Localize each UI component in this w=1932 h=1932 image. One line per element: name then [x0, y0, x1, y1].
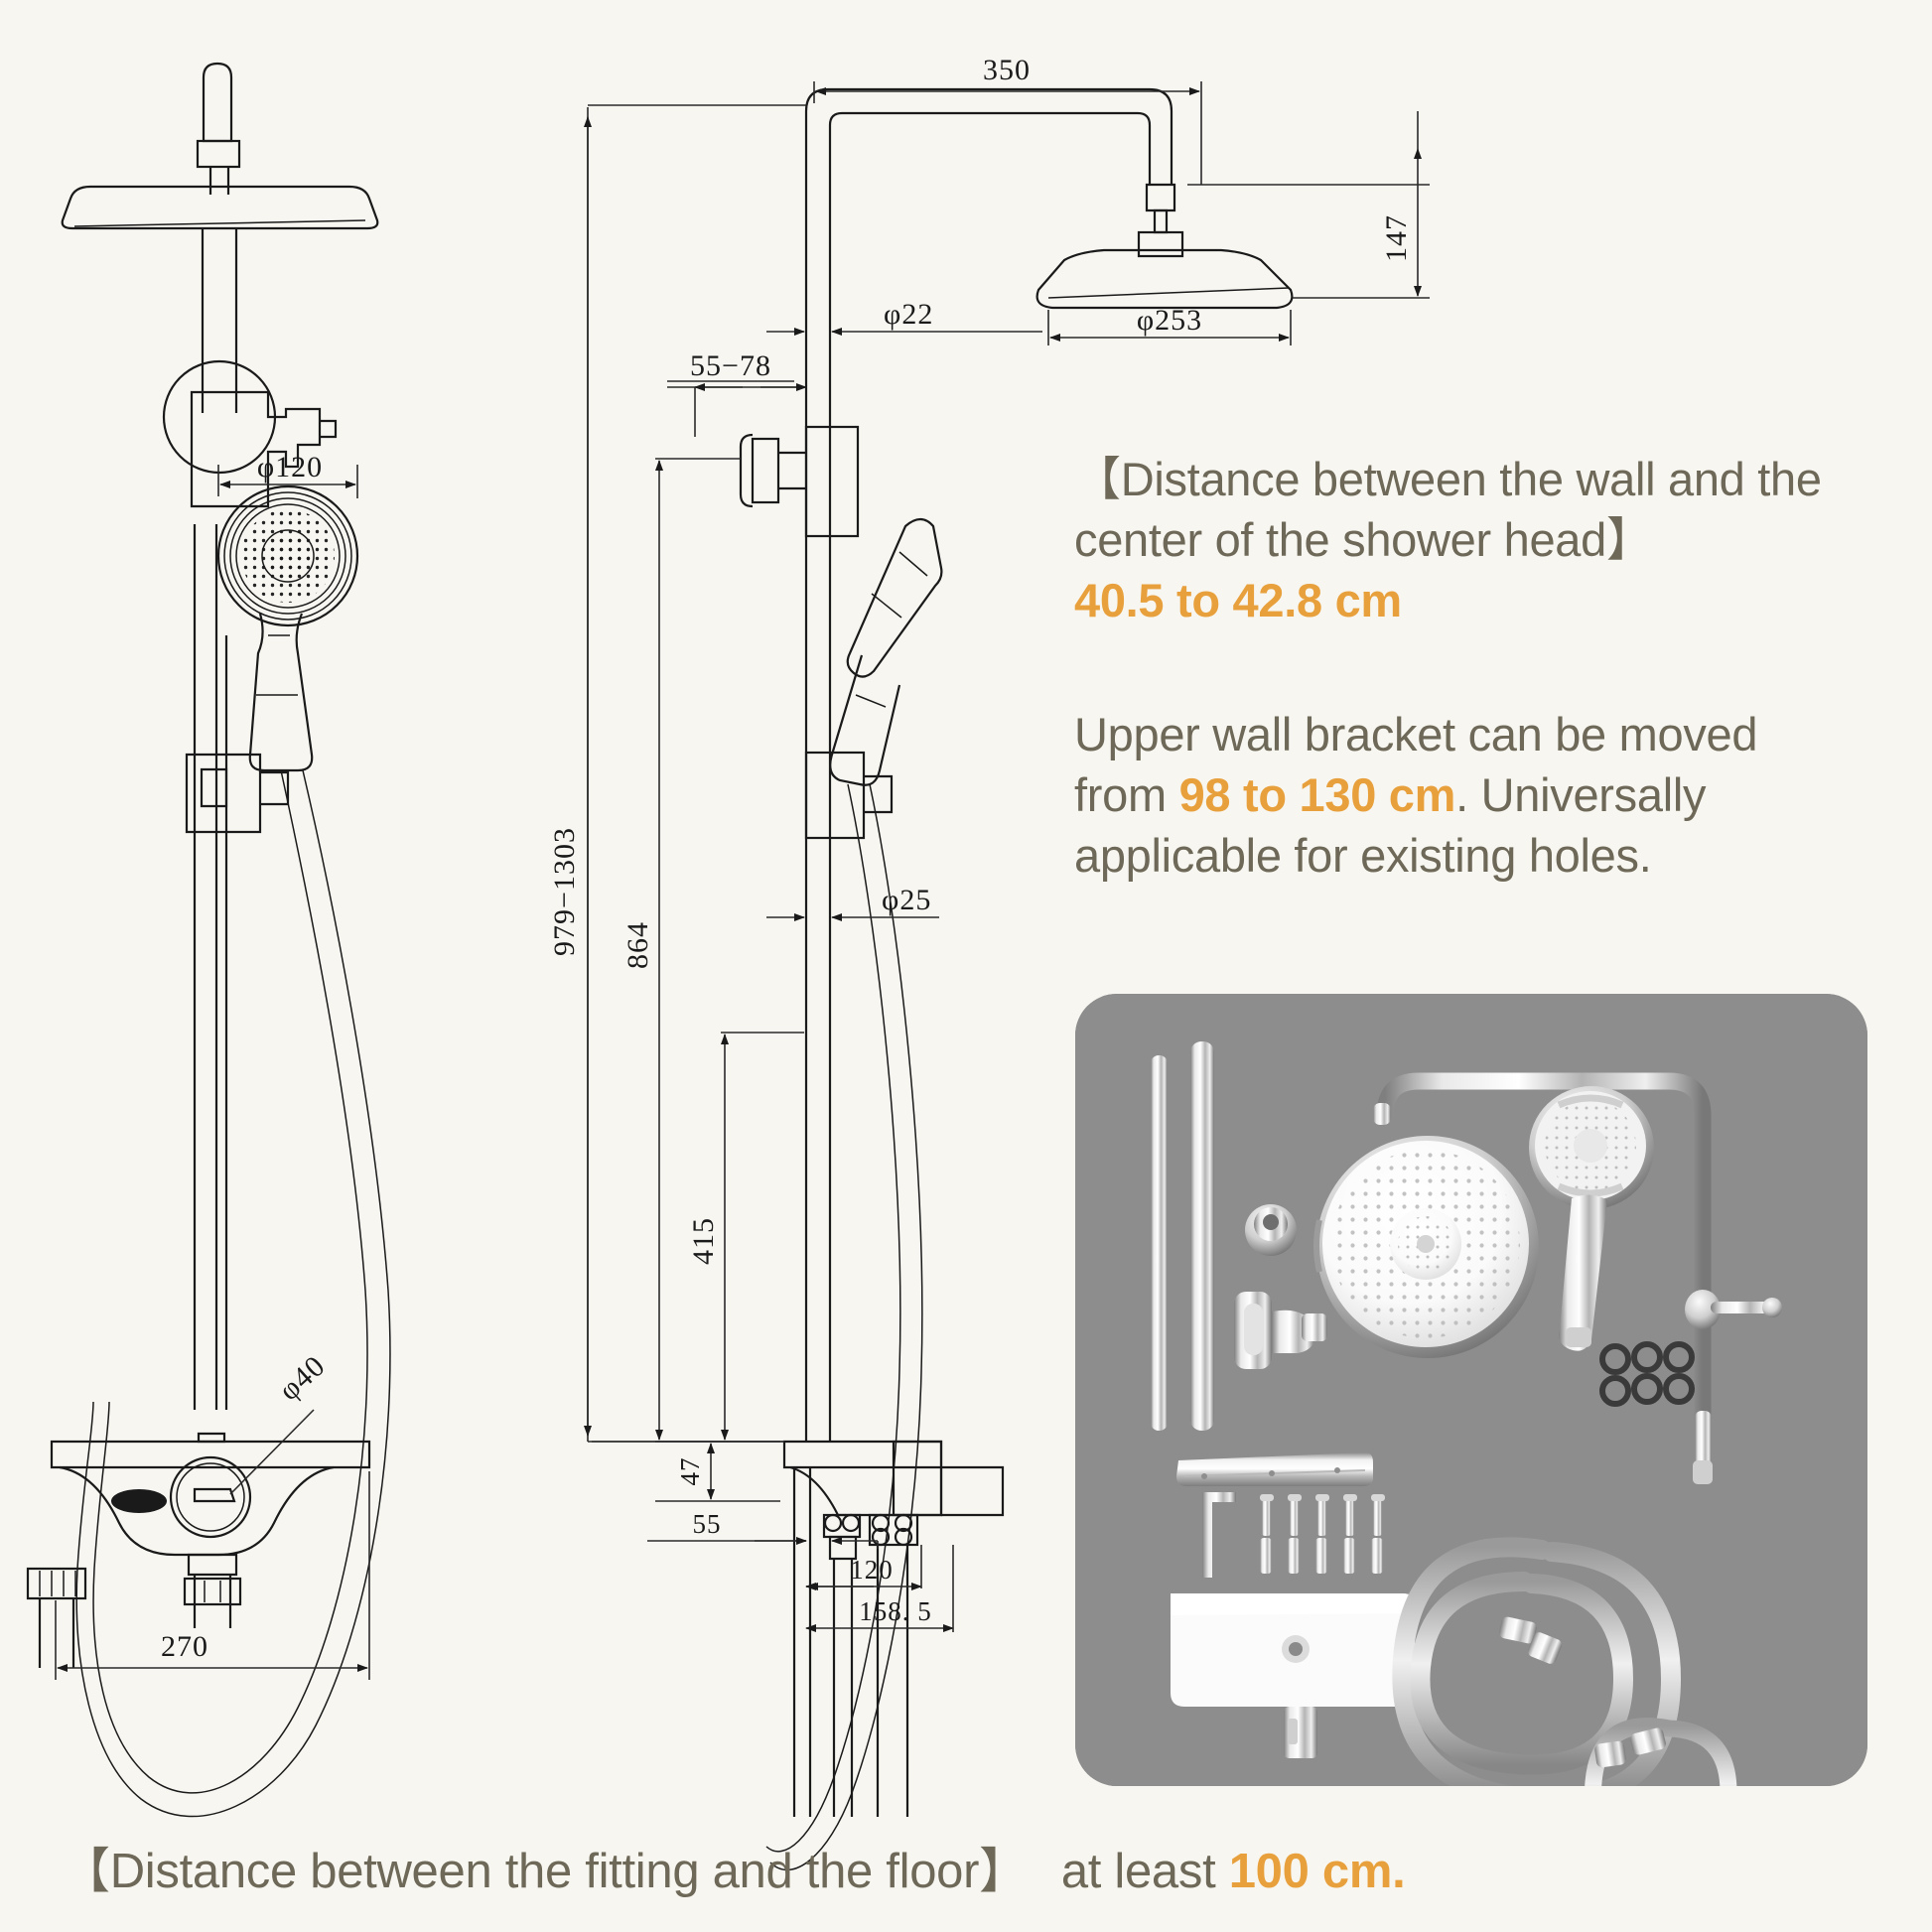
svg-text:55−78: 55−78	[690, 349, 771, 382]
shower-riser-arm	[1373, 1072, 1713, 1484]
bottom-caption: 【Distance between the fitting and the fl…	[62, 1832, 1406, 1902]
svg-text:55: 55	[693, 1509, 722, 1539]
callout-2-tail-2: applicable for existing holes.	[1074, 829, 1652, 883]
svg-text:864: 864	[621, 921, 654, 969]
svg-text:415: 415	[687, 1217, 720, 1265]
thermostatic-mixer-body	[1171, 1593, 1415, 1758]
short-hose-nut	[1594, 1727, 1666, 1768]
callout-text-panel: 【Distance between the wall and the center…	[1074, 449, 1888, 887]
bottom-caption-value: 100 cm.	[1228, 1845, 1406, 1898]
rain-shower-head-round	[1313, 1136, 1539, 1358]
svg-text:47: 47	[675, 1457, 705, 1486]
svg-text:979−1303: 979−1303	[548, 827, 581, 956]
bottom-caption-text: Distance between the fitting and the flo…	[109, 1845, 980, 1898]
wall-bracket-holder	[1234, 1292, 1327, 1369]
svg-text:147: 147	[1380, 214, 1413, 262]
callout-2-from: from	[1074, 768, 1179, 822]
svg-text:158. 5: 158. 5	[859, 1596, 932, 1626]
product-photo-svg	[1075, 994, 1867, 1786]
long-flexible-hose	[1392, 1537, 1682, 1786]
svg-text:φ40: φ40	[273, 1349, 332, 1407]
screw-set	[1260, 1494, 1385, 1536]
callout-1-value: 40.5 to 42.8 cm	[1074, 574, 1402, 627]
long-hose-nut	[1499, 1616, 1562, 1664]
bottom-caption-suffix: at least	[1060, 1845, 1229, 1898]
bottom-bracket-open: 【	[62, 1845, 110, 1898]
shelf-tray	[1176, 1452, 1373, 1486]
callout-2-value: 98 to 130 cm	[1178, 768, 1456, 822]
allen-key	[1202, 1492, 1236, 1578]
callout-1-line-1: Distance between the wall and the	[1120, 453, 1822, 505]
slide-bar-rod-thin	[1151, 1055, 1168, 1431]
rubber-washer-set	[1599, 1341, 1695, 1407]
svg-text:φ120: φ120	[257, 451, 323, 483]
bracket-open-1: 【	[1074, 453, 1121, 505]
svg-text:120: 120	[850, 1555, 894, 1585]
callout-2-tail-1: . Universally	[1455, 768, 1707, 822]
bracket-close-1: 】	[1605, 513, 1653, 567]
diverter-handle	[1685, 1290, 1782, 1329]
svg-text:φ253: φ253	[1137, 304, 1202, 337]
product-photo-flatlay	[1075, 994, 1867, 1786]
callout-1-line-2: center of the shower head	[1074, 513, 1606, 567]
svg-text:φ25: φ25	[882, 884, 931, 916]
svg-text:φ22: φ22	[884, 298, 933, 331]
bottom-bracket-close: 】	[979, 1845, 1028, 1898]
callout-2-lead: Upper wall bracket can be moved	[1074, 708, 1758, 761]
callout-block-2: Upper wall bracket can be moved from 98 t…	[1074, 704, 1888, 886]
svg-text:270: 270	[161, 1630, 208, 1663]
wall-elbow-connector	[1245, 1204, 1297, 1256]
slide-bar-rod-thick	[1190, 1041, 1214, 1431]
front-elevation-group: φ120 φ40 270	[26, 62, 391, 1818]
wall-plug-set	[1260, 1538, 1383, 1574]
side-elevation-group: 350 147 φ253 φ22	[548, 54, 1430, 1871]
callout-block-1: 【Distance between the wall and the center…	[1074, 449, 1888, 630]
svg-text:350: 350	[983, 54, 1031, 86]
hand-shower-head	[1529, 1086, 1654, 1351]
